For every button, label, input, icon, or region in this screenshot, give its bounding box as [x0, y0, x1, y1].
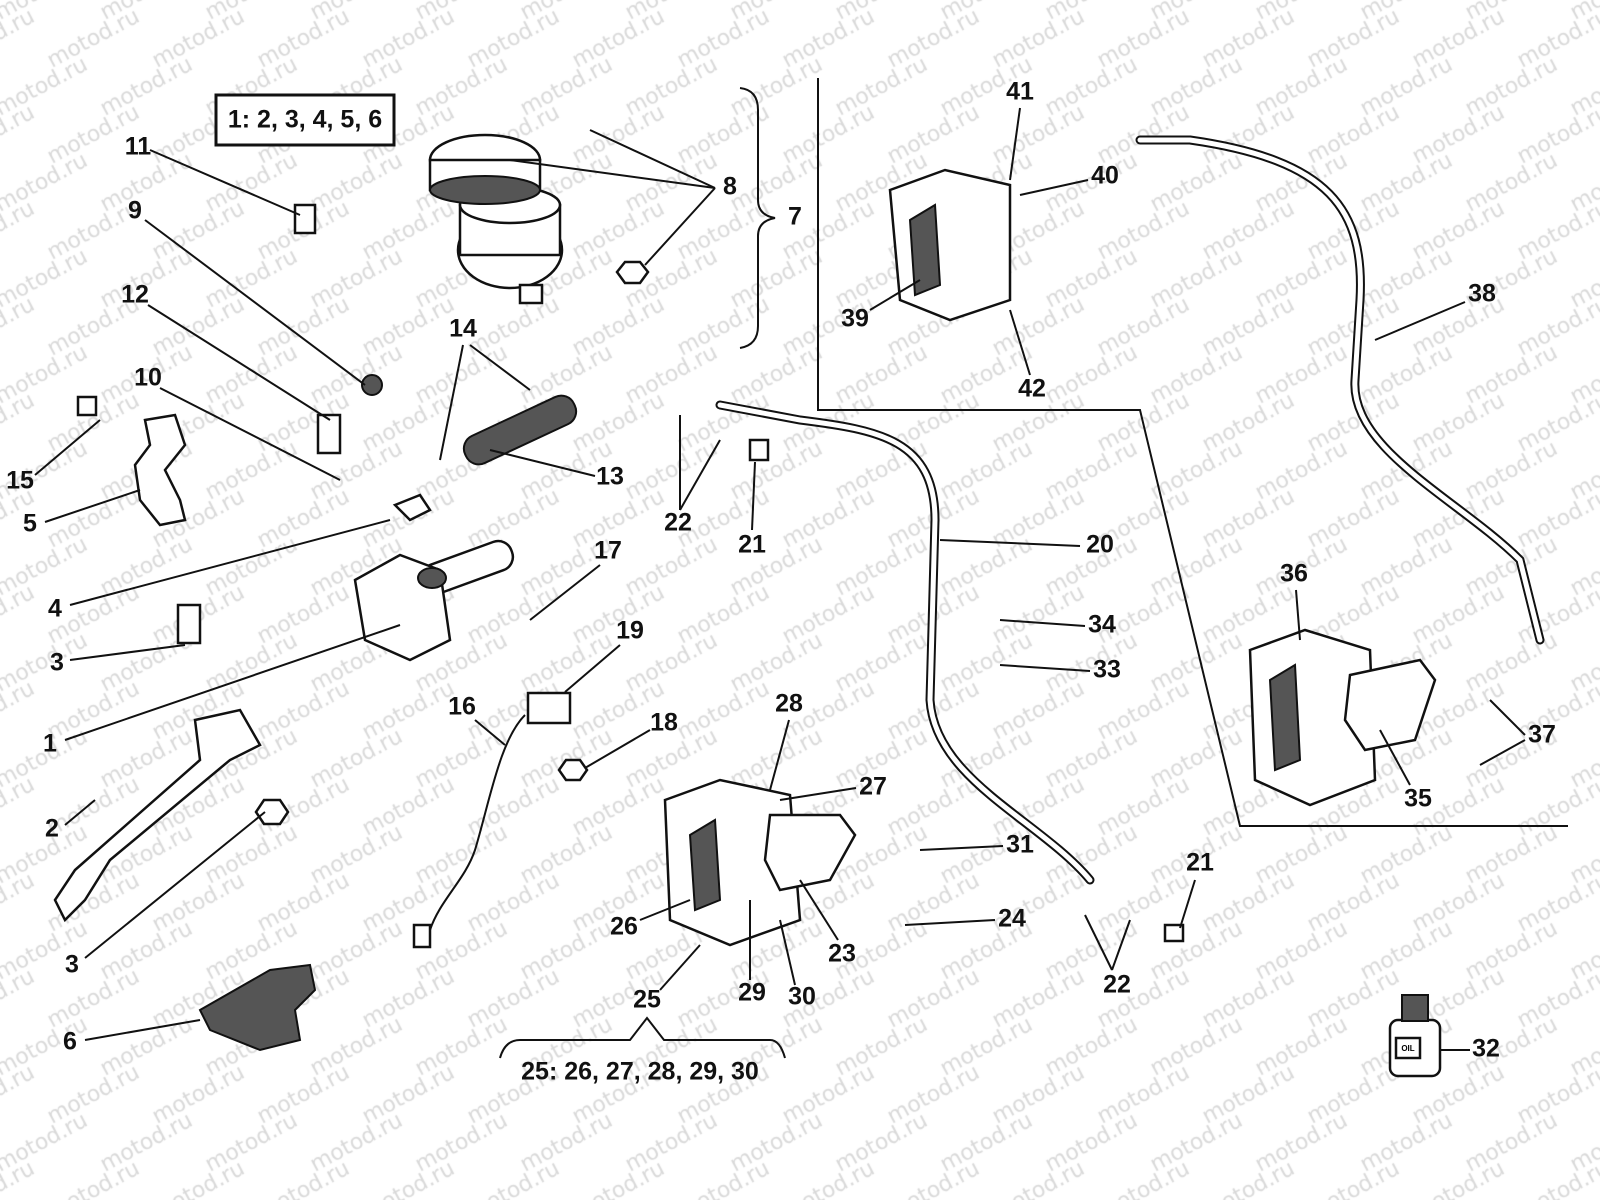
callout-7: 7	[788, 203, 802, 231]
callout-5: 5	[23, 510, 37, 538]
callout-33: 33	[1093, 656, 1121, 684]
kit-label-25: 25: 26, 27, 28, 29, 30	[521, 1058, 759, 1086]
small-hardware	[76, 203, 1185, 943]
callout-19: 19	[616, 617, 644, 645]
caliper-top	[888, 168, 1012, 322]
callout-21: 21	[738, 531, 766, 559]
callout-27: 27	[859, 773, 887, 801]
lever-part	[53, 708, 262, 923]
bottle-label: OIL	[1401, 1044, 1414, 1053]
clamp-part	[133, 413, 187, 527]
master-cylinder-part	[353, 493, 515, 662]
callout-36: 36	[1280, 560, 1308, 588]
callout-31: 31	[1006, 831, 1034, 859]
switch-connector	[412, 923, 432, 949]
callout-28: 28	[775, 690, 803, 718]
callout-21: 21	[1186, 849, 1214, 877]
callout-3: 3	[65, 951, 79, 979]
callout-3: 3	[50, 649, 64, 677]
callout-42: 42	[1018, 375, 1046, 403]
callout-24: 24	[998, 905, 1026, 933]
callout-labels: 1 2 3 3 4 5 6 7 8 9 10 11 12 13 14 15 16…	[6, 78, 1556, 1063]
callout-39: 39	[841, 305, 869, 333]
callout-4: 4	[48, 595, 62, 623]
callout-20: 20	[1086, 531, 1114, 559]
callout-34: 34	[1088, 611, 1116, 639]
callout-23: 23	[828, 940, 856, 968]
callout-17: 17	[594, 537, 622, 565]
switch-wire	[429, 714, 526, 931]
brace-7	[739, 87, 776, 349]
caliper-front-left	[663, 778, 857, 947]
callout-14: 14	[449, 315, 477, 343]
hose-38	[1135, 135, 1545, 645]
kit-box-1-text: 1: 2, 3, 4, 5, 6	[228, 106, 382, 134]
callout-41: 41	[1006, 78, 1034, 106]
reservoir-part	[428, 133, 564, 305]
callout-16: 16	[448, 693, 476, 721]
callout-6: 6	[63, 1028, 77, 1056]
caliper-right	[1248, 628, 1437, 807]
callout-40: 40	[1091, 162, 1119, 190]
callout-35: 35	[1404, 785, 1432, 813]
callout-1: 1	[43, 730, 57, 758]
callout-9: 9	[128, 197, 142, 225]
callout-8: 8	[723, 173, 737, 201]
group-frame	[817, 78, 1568, 827]
callout-26: 26	[610, 913, 638, 941]
callout-11: 11	[125, 133, 152, 161]
callout-29: 29	[738, 979, 766, 1007]
callout-22: 22	[1103, 971, 1131, 999]
callout-38: 38	[1468, 280, 1496, 308]
hose-13-part	[462, 394, 578, 466]
callout-10: 10	[134, 364, 162, 392]
rubber-cover-part	[198, 963, 317, 1052]
callout-25: 25	[633, 986, 661, 1014]
brace-25	[499, 1016, 786, 1059]
callout-15: 15	[6, 467, 34, 495]
callout-2: 2	[45, 815, 59, 843]
callout-22: 22	[664, 509, 692, 537]
callout-18: 18	[650, 709, 678, 737]
callout-13: 13	[596, 463, 624, 491]
switch-part	[526, 691, 572, 725]
callout-37: 37	[1528, 721, 1556, 749]
brake-fluid-bottle: OIL	[1388, 994, 1442, 1078]
callout-30: 30	[788, 983, 816, 1011]
kit-box-1	[214, 93, 396, 147]
leader-lines	[34, 107, 1526, 1051]
callout-32: 32	[1472, 1035, 1500, 1063]
callout-12: 12	[121, 281, 149, 309]
